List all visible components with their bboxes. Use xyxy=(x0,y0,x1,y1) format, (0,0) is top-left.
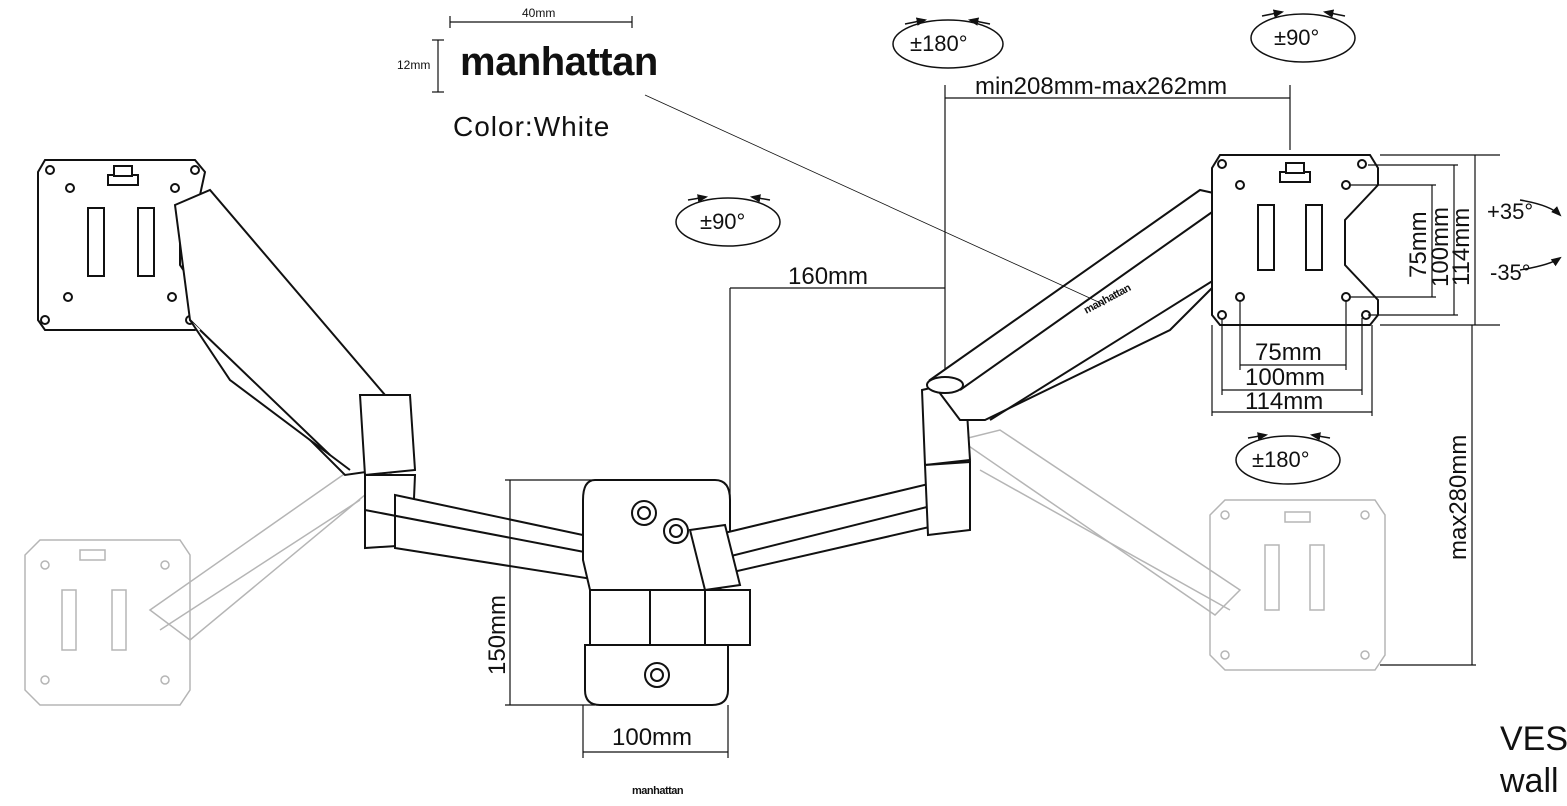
wall-plate xyxy=(582,479,751,706)
footer-text-line1: VES xyxy=(1500,720,1567,758)
ghost-right-arm xyxy=(958,429,1386,671)
max-height-label: max280mm xyxy=(1445,434,1472,560)
footer-brand-logo: manhattan xyxy=(632,785,684,797)
footer-text-line2: wall xyxy=(1500,762,1559,800)
arm-extension-label: min208mm-max262mm xyxy=(975,73,1228,100)
rotation-label-top-mid: ±180° xyxy=(910,31,968,56)
vesa-h-75-label: 75mm xyxy=(1255,339,1322,366)
plate-width-label: 100mm xyxy=(612,724,693,751)
pole-offset-label: 160mm xyxy=(788,263,869,290)
logo-width-label: 40mm xyxy=(522,6,556,20)
vesa-v-114-label: 114mm xyxy=(1448,207,1475,286)
tilt-down-label: -35° xyxy=(1490,260,1531,285)
brand-logo: manhattan xyxy=(460,40,658,84)
ghost-left-arm xyxy=(24,469,398,706)
rotation-label-mid-left: ±90° xyxy=(700,209,746,234)
color-label: Color:White xyxy=(453,111,611,142)
rotation-indicators xyxy=(675,9,1562,485)
vesa-h-100-label: 100mm xyxy=(1245,364,1326,391)
logo-height-label: 12mm xyxy=(397,58,431,72)
rotation-label-top-right: ±90° xyxy=(1274,25,1320,50)
left-arm xyxy=(173,188,642,591)
plate-height-label: 150mm xyxy=(484,594,511,675)
right-vesa-plate xyxy=(1211,154,1379,326)
dimension-lines xyxy=(432,16,1500,758)
right-arm xyxy=(688,188,1247,592)
tilt-up-label: +35° xyxy=(1487,199,1534,224)
vesa-h-114-label: 114mm xyxy=(1245,388,1324,415)
rotation-label-right-lower: ±180° xyxy=(1252,447,1310,472)
